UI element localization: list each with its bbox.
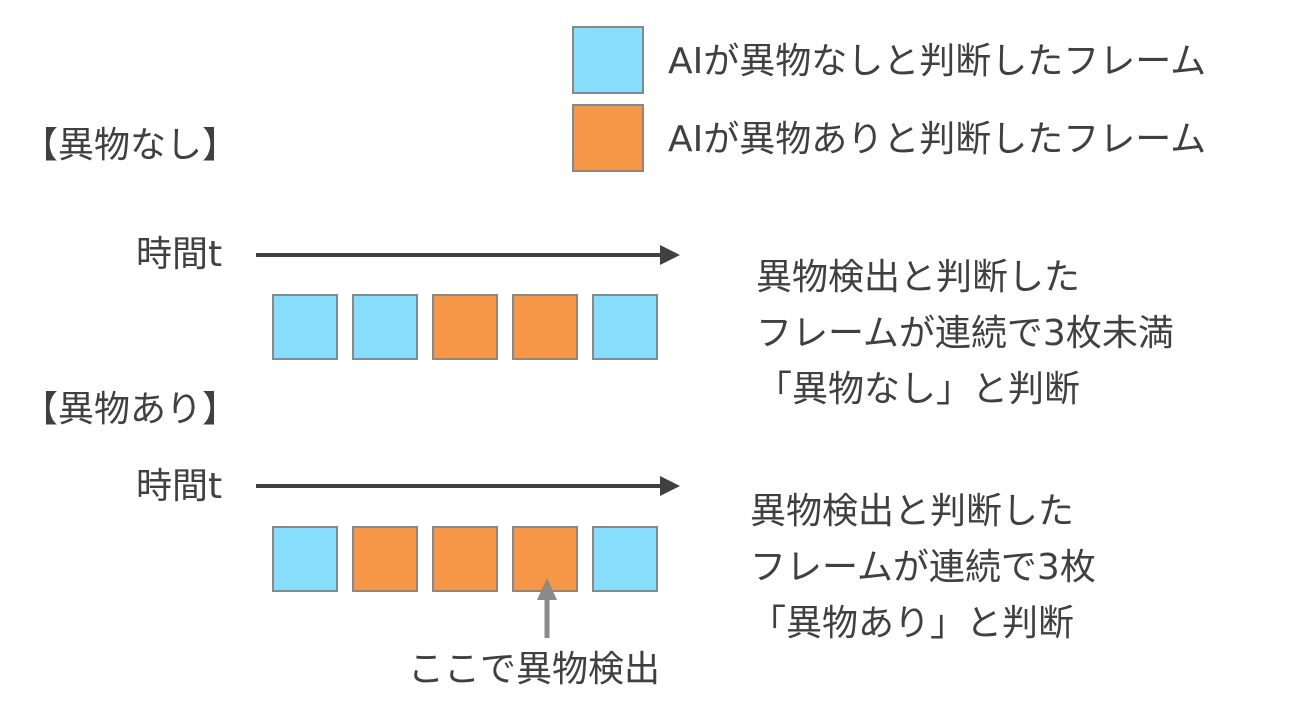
frame-box-5-no-object [592, 526, 658, 592]
frame-box-2-object [352, 526, 418, 592]
frame-box-3-object [432, 526, 498, 592]
section-note: 異物検出と判断した フレームが連続で3枚 「異物あり」と判断 [750, 491, 1096, 644]
time-axis-label: 時間t [136, 466, 223, 507]
frame-box-1-no-object [272, 294, 338, 360]
section-note: 異物検出と判断した フレームが連続で3枚未満 「異物なし」と判断 [756, 257, 1174, 410]
section-heading: 【異物なし】 [22, 125, 239, 166]
legend-swatch-no-object [572, 26, 644, 94]
frame-box-2-no-object [352, 294, 418, 360]
section-heading: 【異物あり】 [22, 389, 239, 430]
frame-box-3-object [432, 294, 498, 360]
detection-pointer-label: ここで異物検出 [408, 649, 661, 690]
frame-box-1-no-object [272, 526, 338, 592]
legend-label-no-object: AIが異物なしと判断したフレーム [668, 41, 1207, 82]
time-axis-label: 時間t [136, 234, 223, 275]
frame-box-5-no-object [592, 294, 658, 360]
frame-box-4-object [512, 294, 578, 360]
frame-box-4-object [512, 526, 578, 592]
legend-swatch-object [572, 104, 644, 172]
legend-label-object: AIが異物ありと判断したフレーム [668, 119, 1207, 160]
